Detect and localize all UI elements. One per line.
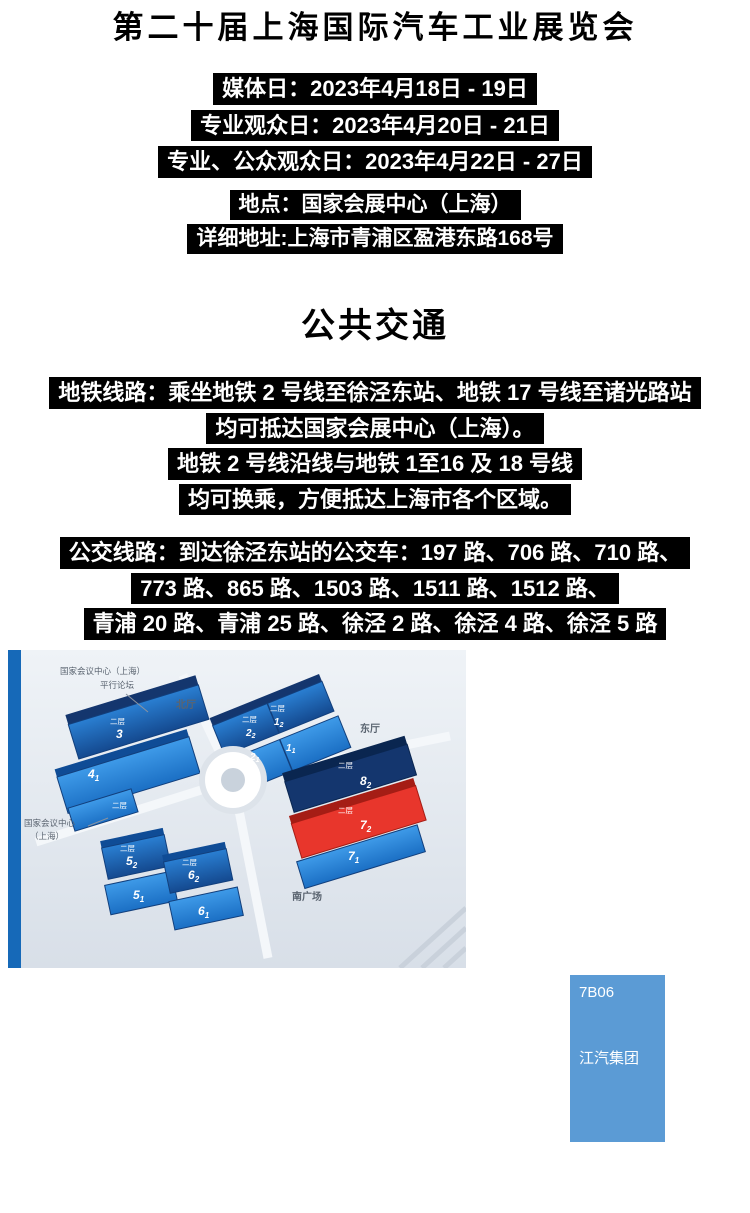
hall-7-1-block (296, 824, 426, 890)
pointer-line-left (87, 817, 109, 827)
pointer-line-top (125, 693, 149, 713)
exhibition-info-page: 第二十届上海国际汽车工业展览会 媒体日：2023年4月18日 - 19日 专业观… (0, 10, 750, 1142)
hall-label-2-1: 21 (249, 752, 260, 764)
parallel-forum-label: 平行论坛 (100, 680, 135, 690)
hall-4-1-block (54, 729, 201, 815)
booth-company: 江汽集团 (579, 1050, 640, 1067)
bus-line-2: 773 路、865 路、1503 路、1511 路、1512 路、 (131, 572, 619, 604)
hall-label-7-2: 72 (360, 818, 372, 834)
page-title: 第二十届上海国际汽车工业展览会 (112, 10, 638, 45)
hall-label-4-1: 41 (87, 767, 100, 783)
venue-location: 地点：国家会展中心（上海） (229, 189, 521, 220)
map-corner-stripes (398, 906, 468, 970)
hall-label-6-1: 61 (198, 904, 210, 920)
trade-days-line: 专业观众日：2023年4月20日 - 21日 (191, 109, 559, 141)
conference-center-top-label: 国家会议中心（上海） (60, 666, 145, 676)
hall-label-1-1: 11 (286, 743, 296, 755)
metro-line-1: 地铁线路：乘坐地铁 2 号线至徐泾东站、地铁 17 号线至诸光路站 (49, 377, 701, 409)
booth-number: 7B06 (579, 984, 615, 1001)
floor-badge-hall82: 二层 (338, 761, 353, 770)
hall-label-5-2: 52 (126, 854, 138, 870)
hall-5-2-block (100, 827, 172, 880)
metro-line-3: 地铁 2 号线沿线与地铁 1至16 及 18 号线 (167, 448, 583, 480)
hall-7-2-block-highlighted (288, 777, 427, 859)
hall-label-8-2: 82 (360, 774, 372, 790)
transport-heading: 公共交通 (301, 307, 449, 345)
hall-label-5-1: 51 (133, 888, 145, 904)
metro-line-2: 均可抵达国家会展中心（上海）。 (206, 412, 544, 444)
metro-line-4: 均可换乘，方便抵达上海市各个区域。 (178, 483, 571, 515)
map-left-bar (8, 650, 21, 968)
floor-badge-hall62: 二层 (182, 858, 197, 867)
venue-address: 详细地址:上海市青浦区盈港东路168号 (187, 223, 563, 254)
hall-label-2-2: 22 (245, 728, 256, 740)
hall-label-3: 3 (116, 727, 123, 741)
floor-badge-hall3: 二层 (110, 717, 125, 726)
floor-badge-hall52: 二层 (120, 844, 135, 853)
bus-line-3: 青浦 20 路、青浦 25 路、徐泾 2 路、徐泾 4 路、徐泾 5 路 (83, 608, 667, 640)
map-region-labels: 国家会议中心（上海） 平行论坛 北厅 东厅 国家会议中心 （上海） 南广场 (24, 666, 380, 903)
conference-center-left-label-2: （上海） (30, 831, 64, 841)
south-plaza-label: 南广场 (292, 890, 322, 903)
hall-8-2-block (282, 735, 418, 813)
floor-badge-hall22: 二层 (242, 715, 257, 724)
floor-badge-hall72: 二层 (338, 806, 353, 815)
media-day-line: 媒体日：2023年4月18日 - 19日 (213, 73, 537, 105)
hall-label-6-2: 62 (188, 868, 200, 884)
hall-labels: 二层 3 41 二层 二层 22 二层 12 21 11 二层 82 二层 72… (87, 704, 372, 920)
hall-label-7-1: 71 (348, 849, 360, 865)
bus-section: 公交线路：到达徐泾东站的公交车：197 路、706 路、710 路、 773 路… (0, 537, 750, 640)
east-hall-label: 东厅 (360, 722, 380, 735)
hall-label-1-2: 12 (274, 717, 284, 729)
public-days-line: 专业、公众观众日：2023年4月22日 - 27日 (158, 146, 592, 178)
north-hall-label: 北厅 (176, 698, 196, 711)
floor-badge-hall12: 二层 (270, 704, 285, 713)
hall-6-1-block (168, 886, 244, 931)
bus-line-1: 公交线路：到达徐泾东站的公交车：197 路、706 路、710 路、 (59, 537, 691, 569)
venue-map-svg: 二层 3 41 二层 二层 22 二层 12 21 11 二层 82 二层 72… (8, 650, 468, 970)
schedule-section: 媒体日：2023年4月18日 - 19日 专业观众日：2023年4月20日 - … (0, 73, 750, 178)
conference-center-left-label-1: 国家会议中心 (24, 818, 76, 828)
venue-map: 二层 3 41 二层 二层 22 二层 12 21 11 二层 82 二层 72… (8, 650, 468, 970)
metro-section: 地铁线路：乘坐地铁 2 号线至徐泾东站、地铁 17 号线至诸光路站 均可抵达国家… (0, 377, 750, 515)
hall-6-2-block (162, 841, 234, 894)
floor-badge-hall4: 二层 (112, 801, 127, 810)
hall-4-annex-block (67, 788, 139, 832)
venue-section: 地点：国家会展中心（上海） 详细地址:上海市青浦区盈港东路168号 (0, 189, 750, 254)
central-hub (199, 746, 267, 814)
booth-annotation: 7B06 江汽集团 (570, 975, 665, 1142)
hall-3-block (65, 675, 210, 760)
